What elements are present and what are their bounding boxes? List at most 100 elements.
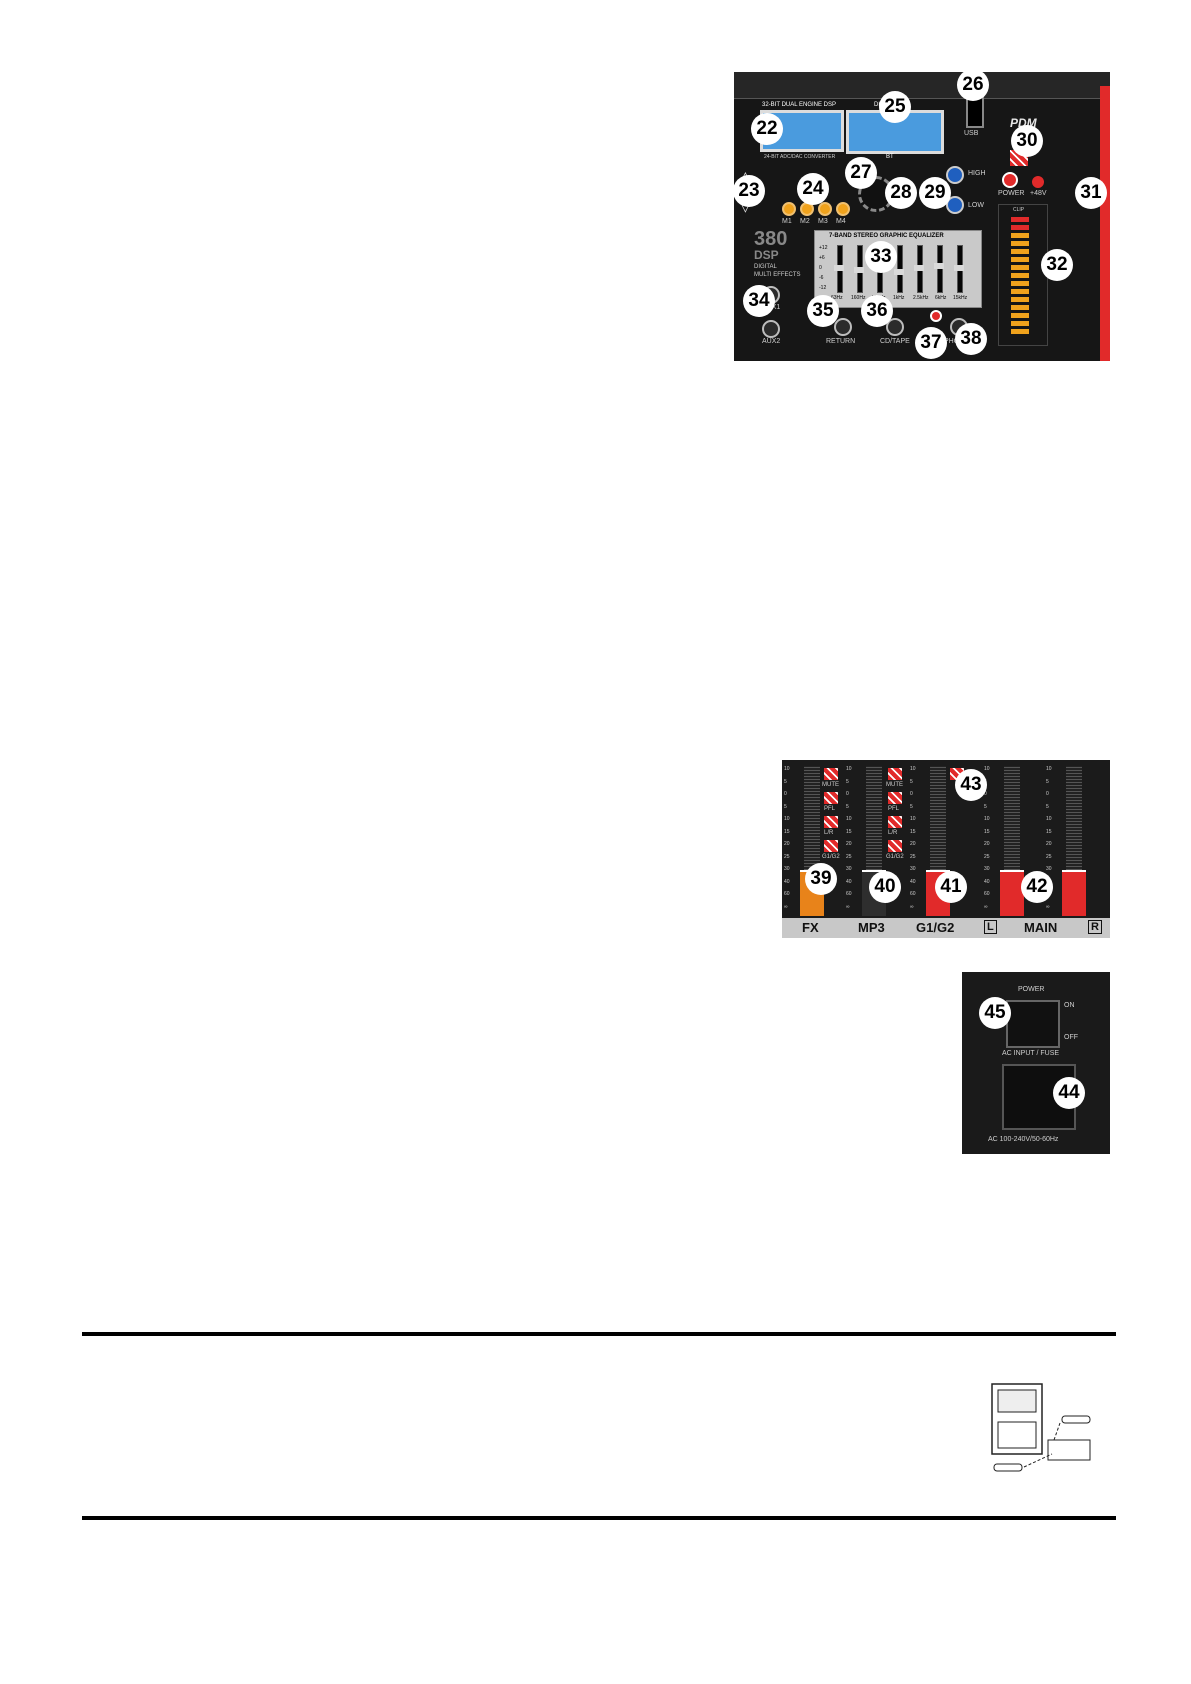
fader-scale-tick: 5 xyxy=(846,803,849,810)
eq-fader-cap[interactable] xyxy=(914,265,924,271)
memory-label-m4: M4 xyxy=(836,218,846,225)
return-label: RETURN xyxy=(826,338,856,345)
fader-scale-tick: 25 xyxy=(784,853,790,860)
fx-g1g2-button[interactable] xyxy=(824,840,838,852)
fader-scale-tick: 15 xyxy=(910,828,916,835)
callout-40: 40 xyxy=(870,872,900,902)
spare-fuse xyxy=(1061,1415,1091,1424)
callout-28: 28 xyxy=(886,178,916,208)
fader-scale-tick: 15 xyxy=(784,828,790,835)
eq-fader-cap[interactable] xyxy=(854,267,864,273)
high-label: HIGH xyxy=(968,170,986,177)
callout-31: 31 xyxy=(1076,178,1106,208)
fader-scale-tick: ∞ xyxy=(1046,903,1050,910)
fader-scale-tick: 15 xyxy=(846,828,852,835)
fader-scale-tick: 20 xyxy=(784,841,790,847)
mp3-pfl-label: PFL xyxy=(888,806,900,812)
phantom-label: +48V xyxy=(1030,190,1047,197)
eq-scale-top: +12 xyxy=(819,245,828,251)
fader-scale-tick: 40 xyxy=(846,878,852,885)
memory-button-m4[interactable] xyxy=(836,202,850,216)
power-switch[interactable] xyxy=(1006,1000,1060,1048)
eq-band-1: 63Hz xyxy=(831,295,843,301)
fader-scale-tick: 0 xyxy=(910,791,913,797)
eq-scale-zero: 0 xyxy=(819,265,822,271)
mp3-mute-button[interactable] xyxy=(888,768,902,780)
return-knob[interactable] xyxy=(834,318,852,336)
callout-43: 43 xyxy=(956,770,986,800)
fader-scale-tick: 0 xyxy=(784,791,787,797)
mp3-pfl-button[interactable] xyxy=(888,792,902,804)
eq-scale-mid-high: +6 xyxy=(819,255,825,261)
fader-scale-tick: 20 xyxy=(1046,841,1052,847)
fuse-holder-drawer xyxy=(1047,1439,1091,1461)
mp3-g1g2-label: G1/G2 xyxy=(886,854,904,860)
usb-label: USB xyxy=(964,130,979,137)
callout-26: 26 xyxy=(958,72,988,100)
fader-scale-tick: 5 xyxy=(1046,803,1049,810)
fx-lr-button[interactable] xyxy=(824,816,838,828)
preset-down-button[interactable]: ▽ xyxy=(740,198,751,214)
callout-33: 33 xyxy=(866,242,896,272)
fuse-diagram xyxy=(991,1383,1091,1472)
fx-mute-button[interactable] xyxy=(824,768,838,780)
channel-fader-cap[interactable] xyxy=(1062,870,1086,916)
mp3-lr-label: L/R xyxy=(888,830,898,836)
memory-button-m2[interactable] xyxy=(800,202,814,216)
fader-scale-tick: 5 xyxy=(1046,778,1049,785)
mp3-g1g2-button[interactable] xyxy=(888,840,902,852)
fader-scale-tick: ∞ xyxy=(910,903,914,910)
fader-scale-tick: 40 xyxy=(910,878,916,885)
eq-fader-cap[interactable] xyxy=(894,269,904,275)
fader-scale-tick: 60 xyxy=(910,891,916,897)
fuse-holder-slot xyxy=(997,1421,1037,1449)
meter-segment xyxy=(1011,305,1029,310)
callout-42: 42 xyxy=(1022,872,1052,902)
fx-mute-label: MUTE xyxy=(822,782,839,788)
fx-pfl-label: PFL xyxy=(824,806,836,812)
fader-scale-tick: 5 xyxy=(984,803,987,810)
eq-fader-cap[interactable] xyxy=(834,265,844,271)
fx-channel-label: FX xyxy=(802,920,819,935)
preset-list-strip xyxy=(734,72,1110,99)
low-label: LOW xyxy=(968,202,984,209)
aux2-knob[interactable] xyxy=(762,320,780,338)
fader-scale-tick: 25 xyxy=(1046,853,1052,860)
cd-tape-knob[interactable] xyxy=(886,318,904,336)
high-eq-knob[interactable] xyxy=(946,166,964,184)
dsp-model-number: 380 xyxy=(754,228,788,250)
eq-fader-cap[interactable] xyxy=(954,265,964,271)
active-fuse xyxy=(993,1463,1023,1472)
callout-34: 34 xyxy=(744,286,774,316)
fader-scale-tick: 5 xyxy=(784,778,787,785)
mp3-channel-label: MP3 xyxy=(858,920,885,935)
fader-scale-tick: 20 xyxy=(910,841,916,847)
off-label: OFF xyxy=(1064,1034,1078,1041)
meter-segment xyxy=(1011,249,1029,254)
fader-scale-tick: 25 xyxy=(910,853,916,860)
callout-37: 37 xyxy=(916,328,946,358)
eq-fader-track[interactable] xyxy=(937,245,943,293)
callout-41: 41 xyxy=(936,872,966,902)
eq-title: 7-BAND STEREO GRAPHIC EQUALIZER xyxy=(829,233,944,239)
meter-segment xyxy=(1011,321,1029,326)
channel-fader-cap[interactable] xyxy=(1000,870,1024,916)
fader-scale-tick: 15 xyxy=(984,828,990,835)
callout-27: 27 xyxy=(846,158,876,188)
memory-button-m3[interactable] xyxy=(818,202,832,216)
bt-label: BT xyxy=(886,154,894,160)
mp3-lr-button[interactable] xyxy=(888,816,902,828)
spare-fuse-arrow xyxy=(1053,1422,1061,1441)
low-eq-knob[interactable] xyxy=(946,196,964,214)
memory-button-m1[interactable] xyxy=(782,202,796,216)
meter-segment xyxy=(1011,233,1029,238)
eq-fader-cap[interactable] xyxy=(934,263,944,269)
main-channel-label: MAIN xyxy=(1024,920,1058,935)
fader-scale-tick: 10 xyxy=(784,766,790,772)
callout-38: 38 xyxy=(956,324,986,354)
section-bottom-rule xyxy=(82,1516,1116,1520)
fx-pfl-button[interactable] xyxy=(824,792,838,804)
